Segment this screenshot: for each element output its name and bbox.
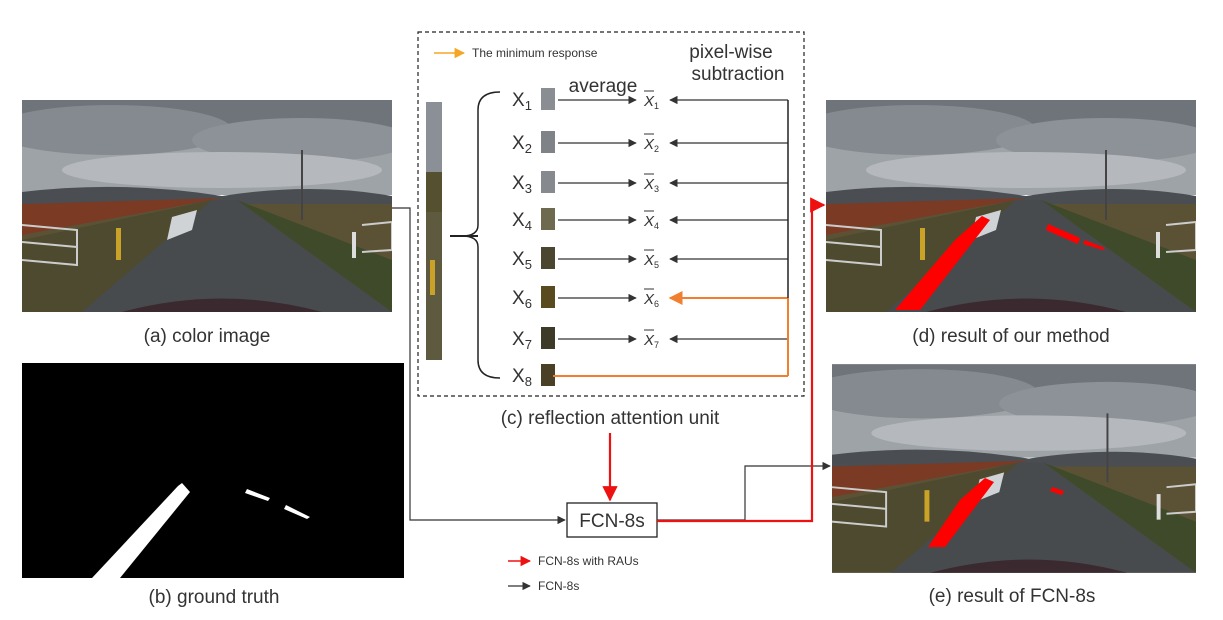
x-label: X7 [512, 329, 532, 352]
rau-row: X3 X3 [512, 171, 788, 196]
color-image [22, 100, 392, 312]
rau-row: X6 X6 [512, 286, 788, 311]
x-patch [541, 327, 555, 349]
x-label: X6 [512, 288, 532, 311]
x-label: X2 [512, 133, 532, 156]
legend-red-label: FCN-8s with RAUs [538, 554, 639, 568]
caption-e: (e) result of FCN-8s [929, 586, 1096, 607]
minimum-response-legend: The minimum response [434, 46, 598, 60]
legend-black-label: FCN-8s [538, 579, 579, 593]
fcn8s-result-image [832, 364, 1196, 573]
rau-row: X8 [512, 364, 555, 389]
x-label: X8 [512, 366, 532, 389]
xbar-label: X5 [643, 252, 659, 270]
fcn-box-label: FCN-8s [579, 511, 644, 532]
our-method-result-image [826, 100, 1196, 312]
rau-row: X2 X2 [512, 131, 788, 156]
fcn-to-baseline-arrow [657, 461, 831, 521]
x-patch [541, 247, 555, 269]
average-label: average [569, 76, 638, 97]
x-patch [541, 364, 555, 386]
caption-b: (b) ground truth [149, 587, 280, 608]
x-label: X4 [512, 210, 532, 233]
caption-a: (a) color image [144, 326, 271, 347]
fcn-box [566, 502, 658, 538]
rau-row: X5 X5 [512, 247, 788, 272]
xbar-label: X6 [643, 291, 659, 309]
xbar-label: X4 [643, 213, 659, 231]
rau-row: X4 X4 [512, 208, 788, 233]
x-label: X1 [512, 90, 532, 113]
xbar-label: X3 [643, 176, 659, 194]
caption-c: (c) reflection attention unit [501, 408, 720, 429]
bottom-legend: FCN-8s with RAUs FCN-8s [508, 554, 639, 593]
caption-d: (d) result of our method [912, 326, 1109, 347]
x-patch [541, 286, 555, 308]
ground-truth-image [22, 363, 404, 578]
x-patch [541, 171, 555, 193]
minimum-response-label: The minimum response [472, 46, 598, 60]
input-to-fcn-arrow [392, 207, 566, 525]
x-label: X3 [512, 173, 532, 196]
pixel-wise-label: pixel-wise [689, 42, 772, 63]
xbar-label: X2 [643, 136, 659, 154]
fcn-to-ours-arrow [657, 197, 826, 523]
xbar-label: X1 [643, 93, 659, 111]
curly-brace [461, 91, 501, 379]
rau-row: X1 X1 [512, 88, 788, 113]
column-strip [426, 102, 442, 360]
x-patch [541, 88, 555, 110]
rau-frame [417, 31, 805, 397]
x-patch [541, 208, 555, 230]
x-label: X5 [512, 249, 532, 272]
subtraction-label: subtraction [692, 64, 785, 85]
rau-row: X7 X7 [512, 327, 788, 352]
x-patch [541, 131, 555, 153]
xbar-label: X7 [643, 332, 659, 350]
